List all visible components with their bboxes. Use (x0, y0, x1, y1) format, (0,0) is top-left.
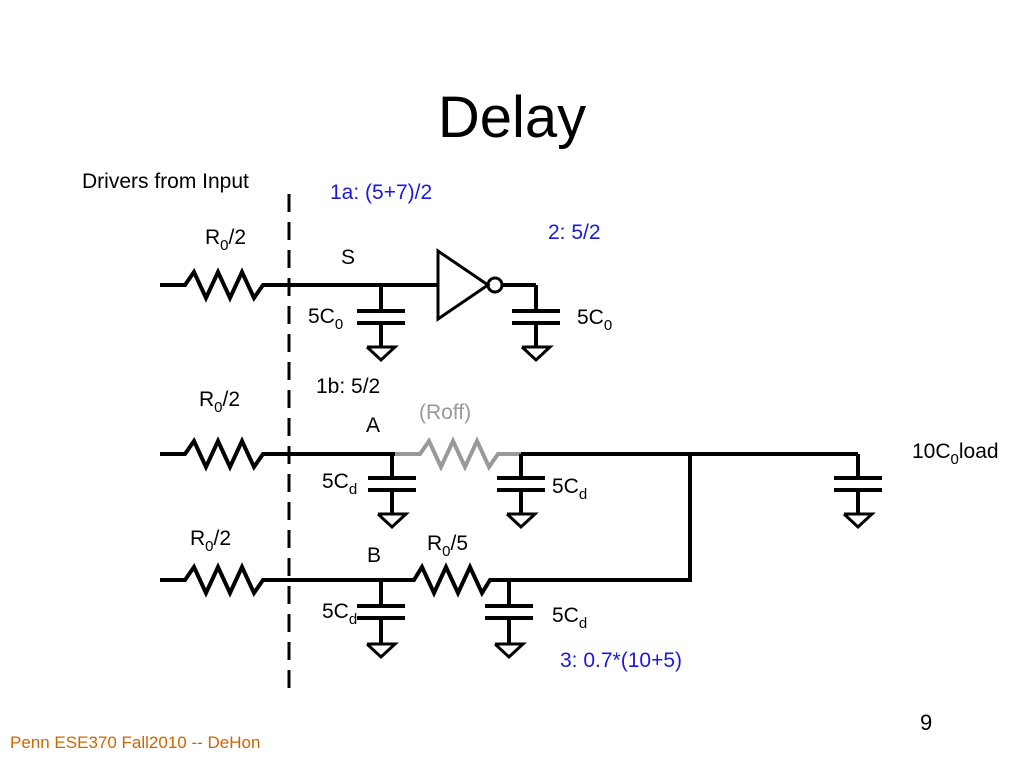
capacitor-a-left (368, 454, 416, 530)
capacitor-a-right (497, 454, 545, 530)
capacitor-load (834, 454, 882, 530)
slide-title: Delay (437, 85, 587, 150)
capacitor-a-right-label: 5Cd (552, 475, 587, 503)
capacitor-b-right (485, 580, 533, 660)
node-s-label: S (341, 246, 355, 269)
annotation-2: 2: 5/2 (548, 221, 601, 244)
resistor-r2-label: R0/2 (199, 388, 240, 416)
capacitor-b-left-label: 5Cd (322, 600, 357, 628)
annotation-3: 3: 0.7*(10+5) (560, 649, 682, 672)
capacitor-b-left (357, 580, 405, 660)
resistor-r2 (160, 436, 289, 472)
resistor-r3 (160, 562, 289, 598)
capacitor-b-right-label: 5Cd (552, 604, 587, 632)
slide-footer: Penn ESE370 Fall2010 -- DeHon (10, 733, 261, 752)
page-number: 9 (920, 710, 933, 735)
resistor-roff (395, 436, 521, 472)
capacitor-load-label: 10C0load (912, 440, 999, 468)
inverter-gate (436, 248, 536, 322)
capacitor-s-in-label: 5C0 (308, 305, 343, 333)
annotation-1a: 1a: (5+7)/2 (330, 181, 432, 204)
capacitor-s-out-label: 5C0 (577, 306, 612, 334)
capacitor-s-out (512, 285, 560, 363)
drivers-from-input-label: Drivers from Input (82, 170, 249, 193)
annotation-1b: 1b: 5/2 (316, 375, 380, 398)
node-b-label: B (367, 544, 381, 567)
resistor-r4-label: R0/5 (427, 532, 468, 560)
node-a-label: A (366, 414, 380, 437)
resistor-r1 (160, 267, 289, 303)
capacitor-s-in (357, 285, 405, 363)
capacitor-a-left-label: 5Cd (322, 470, 357, 498)
resistor-r3-label: R0/2 (190, 527, 231, 555)
roff-label: (Roff) (419, 401, 471, 424)
resistor-r4 (405, 562, 510, 598)
resistor-r1-label: R0/2 (205, 226, 246, 254)
